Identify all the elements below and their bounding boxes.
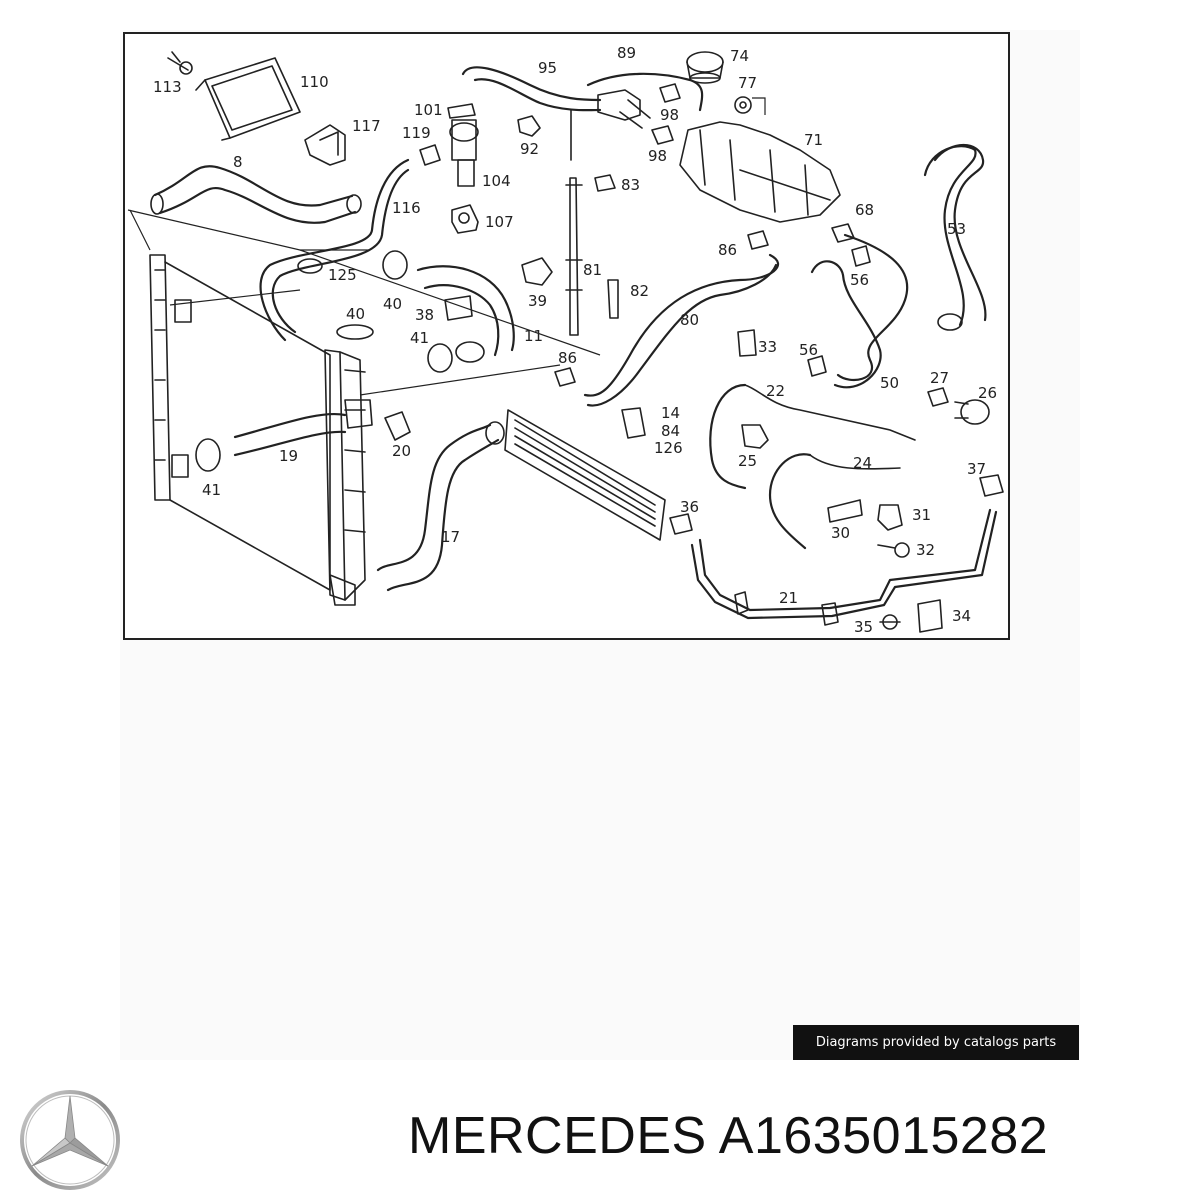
callout-label: 36 bbox=[680, 498, 699, 516]
callout-label: 22 bbox=[766, 382, 785, 400]
callout-label: 68 bbox=[855, 201, 874, 219]
callout-label: 84 bbox=[661, 422, 680, 440]
callout-label: 8 bbox=[233, 153, 243, 171]
callout-label: 110 bbox=[300, 73, 329, 91]
callout-label: 56 bbox=[850, 271, 869, 289]
callout-label: 80 bbox=[680, 311, 699, 329]
callout-label: 40 bbox=[346, 305, 365, 323]
callout-label: 104 bbox=[482, 172, 511, 190]
product-title: MERCEDES A1635015282 bbox=[408, 1107, 1049, 1165]
callout-label: 39 bbox=[528, 292, 547, 310]
callout-label: 33 bbox=[758, 338, 777, 356]
callout-label: 53 bbox=[947, 220, 966, 238]
callout-label: 27 bbox=[930, 369, 949, 387]
callout-label: 11 bbox=[524, 327, 543, 345]
callout-label: 31 bbox=[912, 506, 931, 524]
callout-label: 37 bbox=[967, 460, 986, 478]
callout-label: 32 bbox=[916, 541, 935, 559]
cap-74-part bbox=[686, 51, 724, 84]
callout-label: 56 bbox=[799, 341, 818, 359]
callout-label: 35 bbox=[854, 618, 873, 636]
callout-label: 14 bbox=[661, 404, 680, 422]
callout-label: 71 bbox=[804, 131, 823, 149]
callout-label: 86 bbox=[558, 349, 577, 367]
pump-104-part bbox=[447, 103, 479, 187]
callout-label: 19 bbox=[279, 447, 298, 465]
callout-label: 25 bbox=[738, 452, 757, 470]
callout-label: 20 bbox=[392, 442, 411, 460]
callout-label: 81 bbox=[583, 261, 602, 279]
callout-label: 24 bbox=[853, 454, 872, 472]
callout-label: 50 bbox=[880, 374, 899, 392]
callout-label: 107 bbox=[485, 213, 514, 231]
callout-labels: 113 110 117 8 101 119 104 116 107 95 89 … bbox=[153, 44, 997, 636]
callout-label: 98 bbox=[660, 106, 679, 124]
callout-label: 26 bbox=[978, 384, 997, 402]
callout-label: 82 bbox=[630, 282, 649, 300]
callout-label: 30 bbox=[831, 524, 850, 542]
callout-label: 41 bbox=[410, 329, 429, 347]
callout-label: 38 bbox=[415, 306, 434, 324]
clip-117-part bbox=[304, 124, 346, 166]
callout-label: 41 bbox=[202, 481, 221, 499]
callout-label: 125 bbox=[328, 266, 357, 284]
callout-label: 17 bbox=[441, 528, 460, 546]
callout-label: 116 bbox=[392, 199, 421, 217]
callout-label: 40 bbox=[383, 295, 402, 313]
callout-label: 77 bbox=[738, 74, 757, 92]
callout-label: 34 bbox=[952, 607, 971, 625]
callout-label: 83 bbox=[621, 176, 640, 194]
callout-label: 113 bbox=[153, 78, 182, 96]
callout-label: 86 bbox=[718, 241, 737, 259]
callout-label: 95 bbox=[538, 59, 557, 77]
coolant-system-parts-diagram: 113 110 117 8 101 119 104 116 107 95 89 … bbox=[127, 44, 1004, 636]
callout-label: 89 bbox=[617, 44, 636, 62]
callout-label: 117 bbox=[352, 117, 381, 135]
radiator-part bbox=[149, 254, 366, 606]
callout-label: 101 bbox=[414, 101, 443, 119]
callout-label: 92 bbox=[520, 140, 539, 158]
callout-label: 74 bbox=[730, 47, 749, 65]
bracket-110-part bbox=[167, 51, 301, 141]
callout-label: 119 bbox=[402, 124, 431, 142]
callout-label: 126 bbox=[654, 439, 683, 457]
expansion-tank-71-part bbox=[679, 121, 841, 223]
diagram-credit-badge: Diagrams provided by catalogs parts bbox=[793, 1025, 1079, 1060]
callout-label: 98 bbox=[648, 147, 667, 165]
mercedes-star-icon bbox=[20, 1090, 120, 1190]
parts-diagram-frame bbox=[123, 32, 1010, 640]
callout-label: 21 bbox=[779, 589, 798, 607]
